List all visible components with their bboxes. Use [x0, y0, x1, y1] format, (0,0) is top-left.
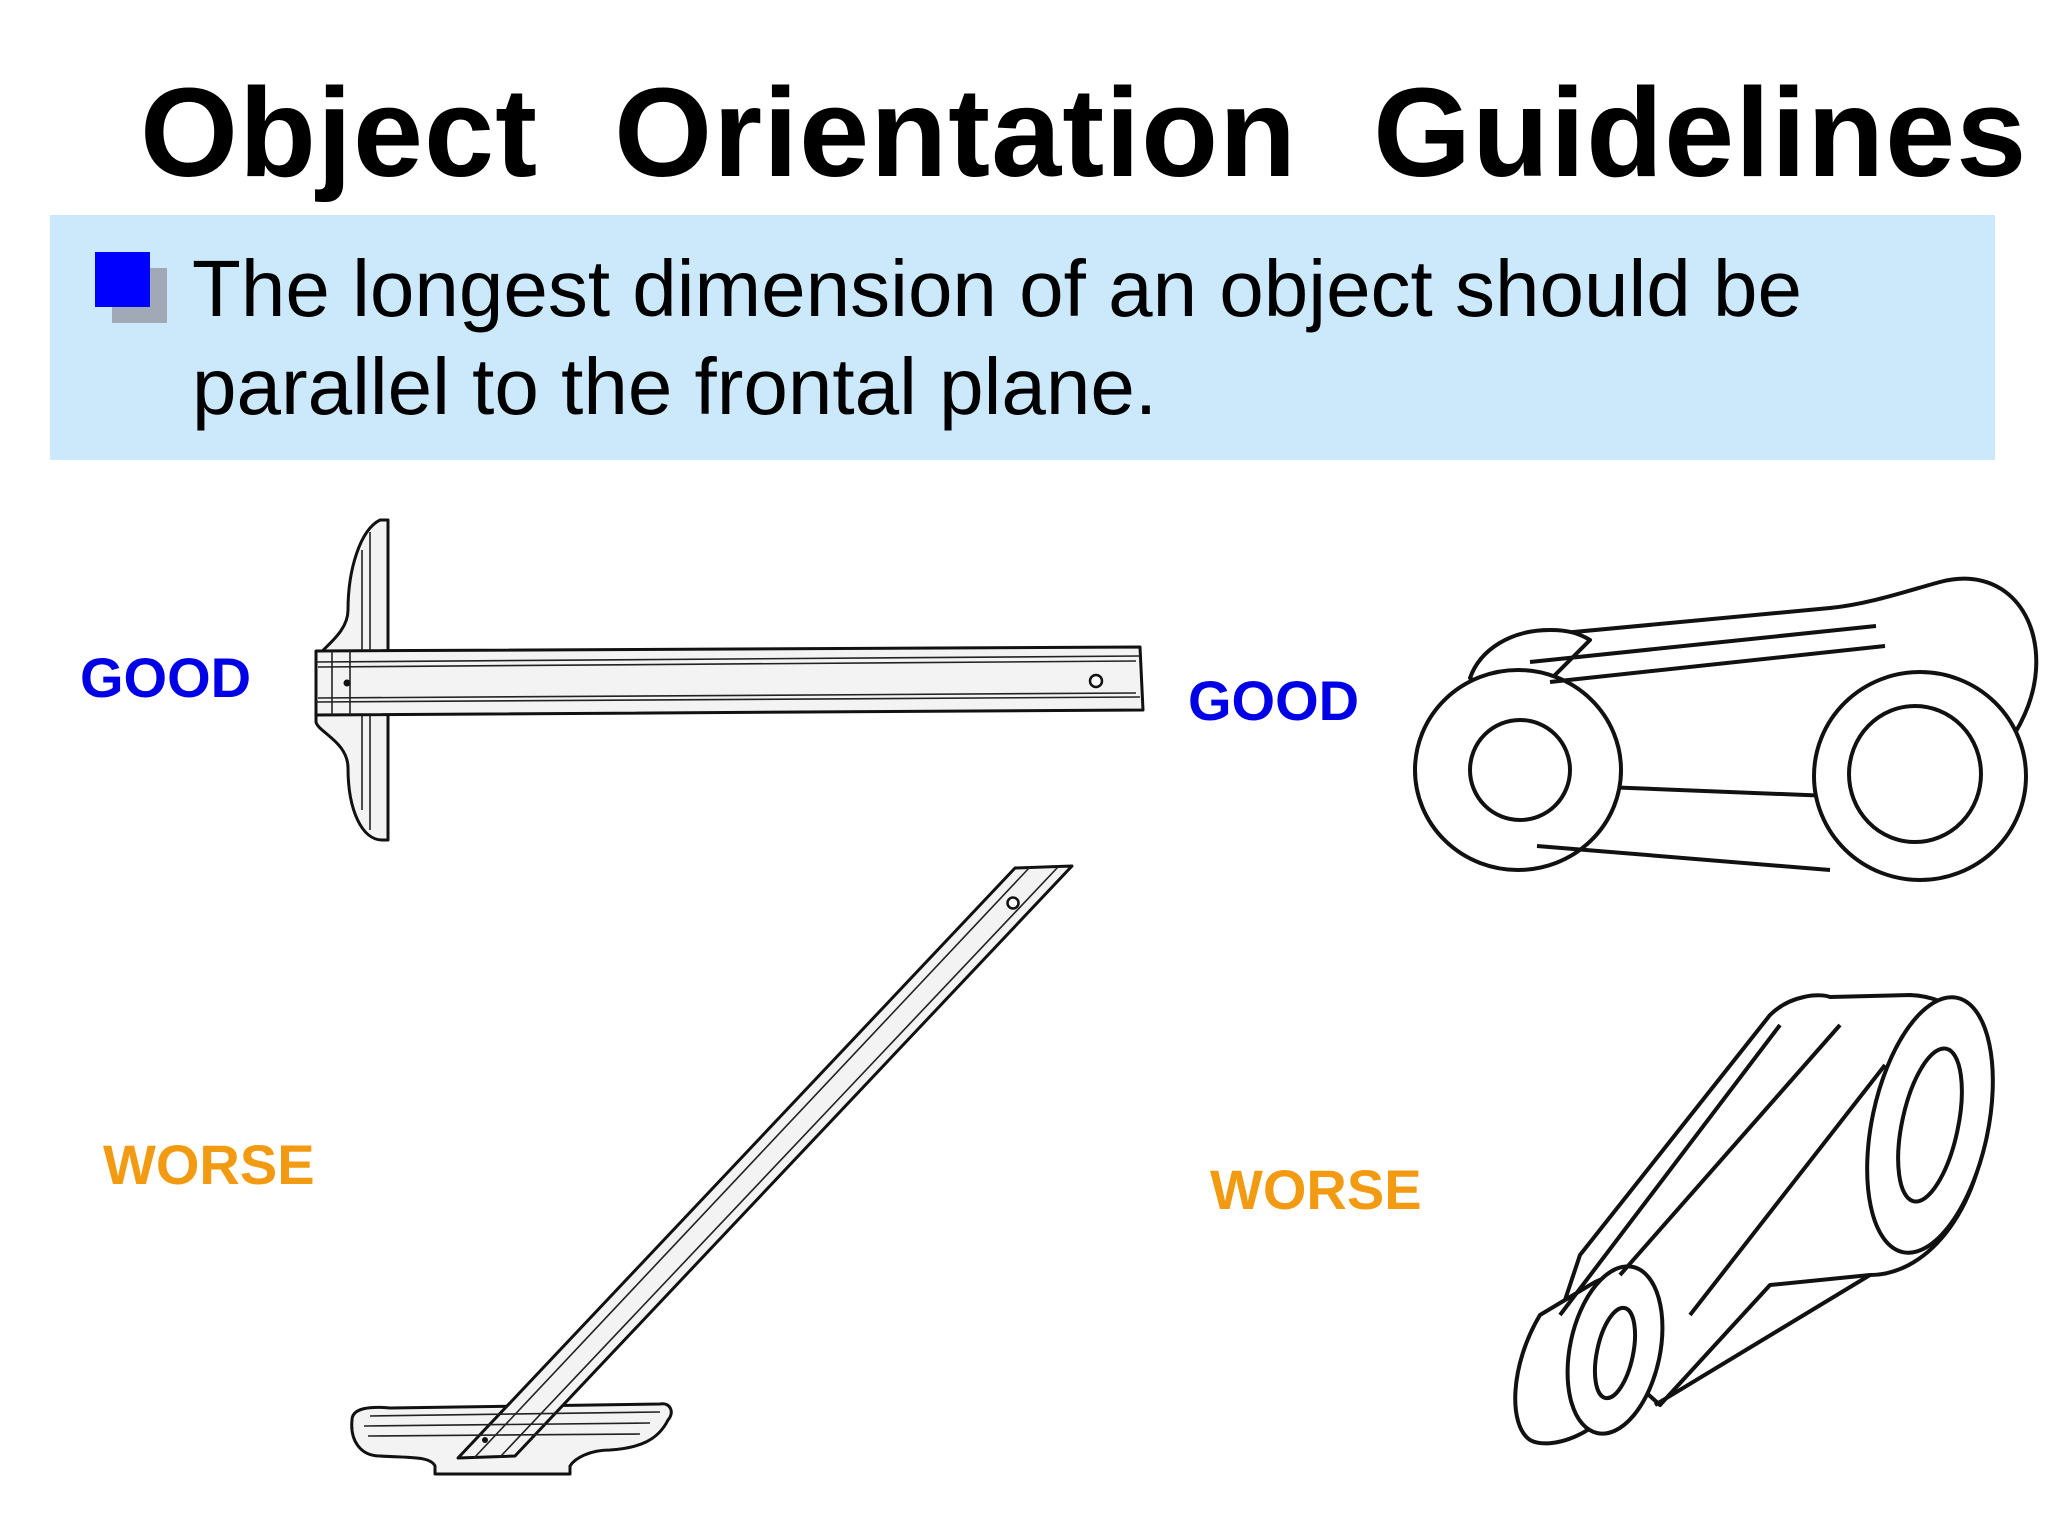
tsquare-good-label: GOOD	[80, 646, 252, 709]
link-good-label: GOOD	[1188, 669, 1360, 732]
link-tilted-drawing	[1513, 993, 1995, 1446]
tsquare-horizontal-drawing	[314, 518, 1145, 842]
link-worse-label: WORSE	[1210, 1158, 1422, 1221]
square-bullet-icon	[95, 252, 150, 307]
tsquare-diagonal-drawing	[350, 864, 1074, 1476]
tsquare-worse-label: WORSE	[103, 1133, 315, 1196]
link-horizontal-drawing	[1413, 576, 2039, 882]
slide-title: Object Orientation Guidelines	[140, 62, 2028, 203]
guideline-callout	[50, 215, 1995, 460]
guideline-text: The longest dimension of an object shoul…	[192, 244, 1802, 431]
